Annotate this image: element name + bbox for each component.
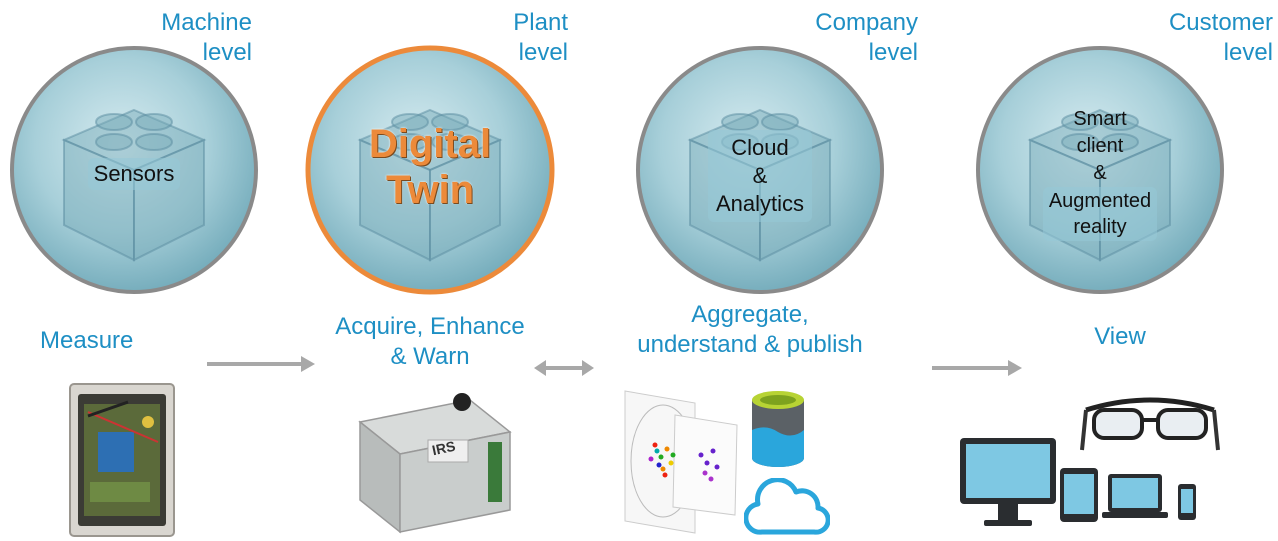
smart-client-line4: Augmented: [1048, 189, 1152, 212]
sensors-circle: Sensors: [4, 40, 264, 300]
analytics-plot-image: [624, 390, 738, 534]
sensor-box-image: [69, 383, 175, 537]
machine-level-line2: level: [202, 39, 252, 66]
desktop-monitor-icon: [960, 438, 1056, 526]
measure-line1: Measure: [40, 327, 134, 354]
digital-twin-circle: Digital Twin: [300, 40, 560, 300]
company-level-line2: level: [868, 39, 918, 66]
customer-level-line2: level: [1223, 39, 1273, 66]
smart-client-circle: Smart client & Augmented reality: [970, 40, 1230, 300]
aggregate-line1: Aggregate,: [691, 301, 809, 328]
plant-level-line2: level: [518, 39, 568, 66]
aggregate-label: Aggregate, understand & publish: [600, 300, 900, 360]
laptop-icon: [1102, 474, 1168, 518]
publish-to-view-arrow-icon: [932, 360, 1022, 376]
digital-twin-label-line1: Digital: [368, 122, 492, 166]
view-label: View: [1060, 322, 1180, 352]
customer-level-line1: Customer: [1168, 9, 1273, 36]
plant-level-line1: Plant: [513, 9, 568, 36]
cloud-analytics-label: Cloud & Analytics: [707, 130, 813, 222]
smart-glasses-image: [1080, 397, 1220, 451]
measure-label: Measure: [40, 326, 220, 356]
company-level-line1: Company: [815, 9, 918, 36]
tablet-icon: [1060, 468, 1098, 522]
cloud-icon: [744, 478, 830, 535]
bidirectional-arrow-icon: [534, 360, 594, 376]
plant-level-label: Plant level: [460, 8, 568, 68]
acquire-line1: Acquire, Enhance: [335, 313, 525, 340]
irs-device-image: [358, 393, 512, 534]
acquire-label: Acquire, Enhance & Warn: [305, 312, 555, 372]
digital-twin-brick-icon: [305, 45, 555, 295]
database-icon: [752, 391, 804, 467]
cloud-analytics-line2: &: [752, 163, 768, 188]
customer-level-label: Customer level: [1130, 8, 1273, 68]
cloud-analytics-line1: Cloud: [731, 135, 789, 160]
acquire-line2: & Warn: [390, 343, 470, 370]
digital-twin-label-line2: Twin: [385, 168, 475, 212]
machine-level-line1: Machine: [161, 9, 252, 36]
aggregate-line2: understand & publish: [637, 331, 863, 358]
measure-to-acquire-arrow-icon: [207, 356, 315, 372]
smart-client-line1: Smart: [1073, 107, 1127, 130]
smart-client-line3: &: [1093, 161, 1107, 184]
sensors-label: Sensors: [87, 158, 181, 190]
smart-client-ar-box: Augmented reality: [1042, 186, 1158, 241]
smart-client-line5: reality: [1073, 215, 1127, 238]
smart-client-line2: client: [1076, 134, 1124, 157]
cloud-analytics-circle: Cloud & Analytics: [630, 40, 890, 300]
cloud-analytics-line3: Analytics: [715, 191, 805, 216]
view-line1: View: [1094, 323, 1146, 350]
machine-level-label: Machine level: [140, 8, 252, 68]
phone-icon: [1178, 484, 1196, 520]
company-level-label: Company level: [790, 8, 918, 68]
